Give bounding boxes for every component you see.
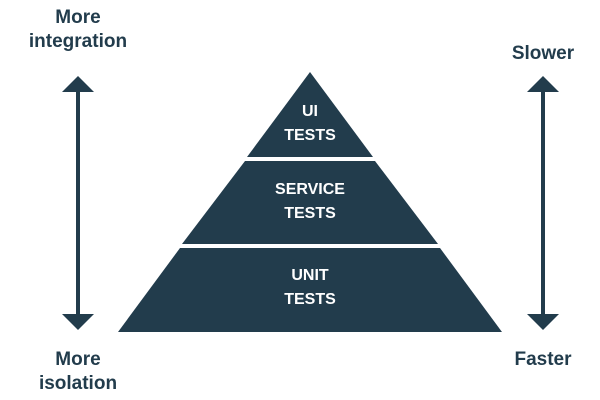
right-double-arrow-icon bbox=[527, 76, 559, 330]
tier-line: TESTS bbox=[284, 205, 336, 222]
label-line: isolation bbox=[38, 373, 118, 394]
label-faster: Faster bbox=[514, 349, 572, 370]
label-more-isolation: More isolation bbox=[0, 348, 156, 396]
tier-label-unit: UNIT TESTS bbox=[210, 264, 410, 312]
label-more-integration: More integration bbox=[0, 6, 156, 54]
label-slower: Slower bbox=[511, 43, 575, 64]
pyramid-tier-unit bbox=[118, 248, 502, 332]
tier-label-service: SERVICE TESTS bbox=[210, 178, 410, 226]
tier-line: TESTS bbox=[284, 291, 336, 308]
label-line: More bbox=[55, 349, 101, 370]
tier-line: UI bbox=[302, 103, 318, 120]
pyramid-tier-service bbox=[182, 161, 438, 244]
tier-line: UNIT bbox=[291, 267, 329, 284]
tier-line: TESTS bbox=[284, 127, 336, 144]
label-line: integration bbox=[28, 31, 128, 52]
left-double-arrow-icon bbox=[62, 76, 94, 330]
tier-line: SERVICE bbox=[275, 181, 345, 198]
pyramid-tier-ui bbox=[247, 72, 373, 157]
label-line: More bbox=[55, 7, 101, 28]
tier-label-ui: UI TESTS bbox=[210, 100, 410, 148]
